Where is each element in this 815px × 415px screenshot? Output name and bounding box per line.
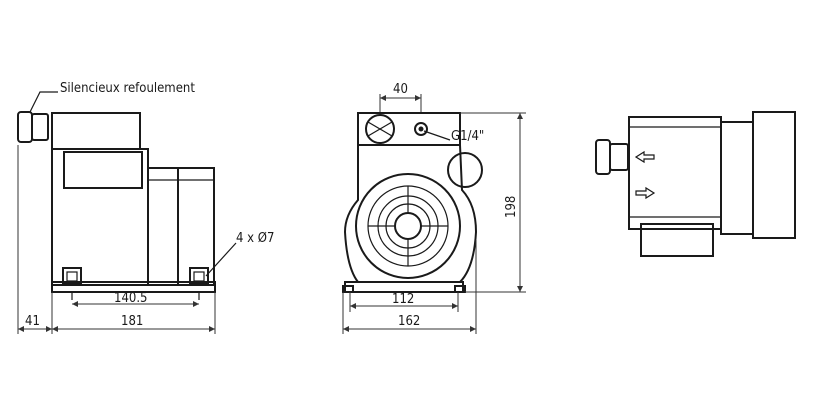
arrow (18, 326, 24, 332)
top-silencer-cap (595, 139, 611, 175)
silencer-cap (17, 111, 33, 143)
port-g14 (414, 122, 428, 136)
silencer-body (31, 113, 49, 141)
foot-left-hole (66, 271, 78, 282)
arrow (193, 301, 199, 307)
front-view: 40 G1/4" 112 162 (342, 82, 526, 334)
port-label: G1/4" (451, 129, 484, 144)
dim-height: 198 (504, 196, 519, 218)
top-motor-neck (720, 121, 754, 235)
front-foot-left (342, 285, 354, 293)
arrow (415, 95, 421, 101)
port-leader (423, 130, 451, 141)
inlet-arrow-icon (634, 150, 655, 164)
fan-hub (394, 212, 422, 240)
top-silencer-body (609, 143, 629, 171)
dim-base-length: 181 (121, 314, 143, 329)
arrow (46, 326, 52, 332)
dim-left-offset: 41 (25, 314, 40, 329)
silencer-leader (29, 91, 58, 113)
arrow (470, 326, 476, 332)
foot-right (189, 267, 209, 285)
arrow (517, 113, 523, 119)
outlet-arrow-icon (635, 186, 656, 200)
foot-left (62, 267, 82, 285)
arrow (343, 326, 349, 332)
arrow (350, 303, 356, 309)
dim-port-spacing: 40 (393, 82, 408, 97)
front-foot-right (454, 285, 466, 293)
arrow (72, 301, 78, 307)
foot-right-hole (193, 271, 205, 282)
fan-cover-outer (355, 173, 461, 279)
pump-head (51, 112, 141, 150)
pump-housing (51, 148, 149, 286)
holes-leader (205, 242, 237, 277)
top-capacitor (640, 223, 714, 257)
port-left (365, 114, 395, 144)
dim-hole-spacing: 140.5 (114, 291, 147, 306)
top-body (628, 116, 722, 230)
arrow (380, 95, 386, 101)
housing-window (63, 151, 143, 189)
capacitor (447, 152, 483, 188)
arrow (52, 326, 58, 332)
side-view: Silencieux refoulement 4 x Ø7 140.5 41 1… (17, 81, 274, 334)
dim-width: 162 (398, 314, 420, 329)
silencer-label: Silencieux refoulement (60, 81, 195, 96)
motor-neck (147, 167, 179, 286)
dim-foot-spacing: 112 (392, 292, 414, 307)
arrow (452, 303, 458, 309)
front-base (344, 281, 464, 293)
arrow (209, 326, 215, 332)
top-view (595, 111, 796, 257)
port-g14-center (418, 126, 424, 132)
arrow (517, 286, 523, 292)
base-plate (51, 281, 216, 293)
port-left-hatch (367, 121, 393, 137)
holes-label: 4 x Ø7 (236, 231, 274, 246)
top-motor-body (752, 111, 796, 239)
